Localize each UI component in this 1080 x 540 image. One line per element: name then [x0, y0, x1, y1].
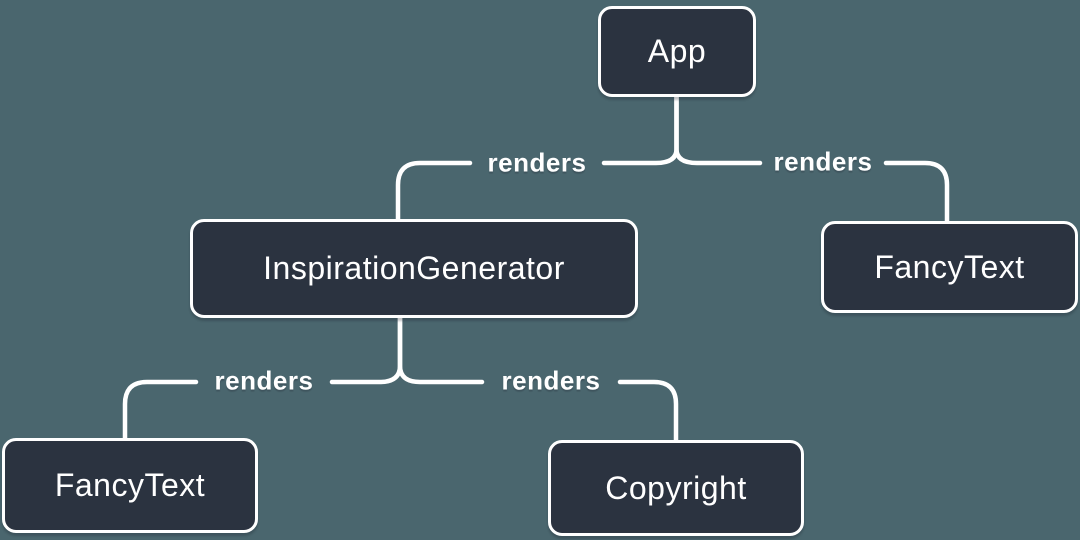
edge-inspirationgenerator-copyright-tail: [617, 379, 679, 443]
node-fancy-text-bottom-left-label: FancyText: [54, 467, 206, 503]
edge-label-app-inspirationgenerator: renders: [487, 147, 587, 178]
edge-inspirationgenerator-fancytext-stem: [329, 315, 403, 385]
node-inspiration-generator-label: InspirationGenerator: [263, 250, 565, 286]
node-app: App: [598, 6, 756, 97]
edge-app-inspirationgenerator-tail: [395, 160, 473, 222]
node-copyright: Copyright: [548, 440, 804, 536]
edge-inspirationgenerator-fancytext-tail: [122, 379, 199, 441]
edge-label-inspirationgenerator-copyright: renders: [501, 365, 601, 396]
edge-app-inspirationgenerator-stem: [601, 94, 679, 166]
node-fancy-text-top-right: FancyText: [821, 221, 1078, 313]
node-app-label: App: [647, 33, 707, 69]
node-copyright-label: Copyright: [605, 469, 747, 506]
edge-inspirationgenerator-copyright-stem: [397, 315, 485, 385]
edge-app-fancytext-stem: [674, 94, 763, 166]
node-fancy-text-bottom-left: FancyText: [2, 438, 258, 533]
node-inspiration-generator: InspirationGenerator: [190, 219, 638, 318]
node-fancy-text-top-right-label: FancyText: [874, 248, 1025, 285]
edge-label-app-fancytext: renders: [773, 146, 873, 177]
edge-label-inspirationgenerator-fancytext: renders: [214, 365, 314, 396]
edge-app-fancytext-tail: [883, 160, 950, 224]
